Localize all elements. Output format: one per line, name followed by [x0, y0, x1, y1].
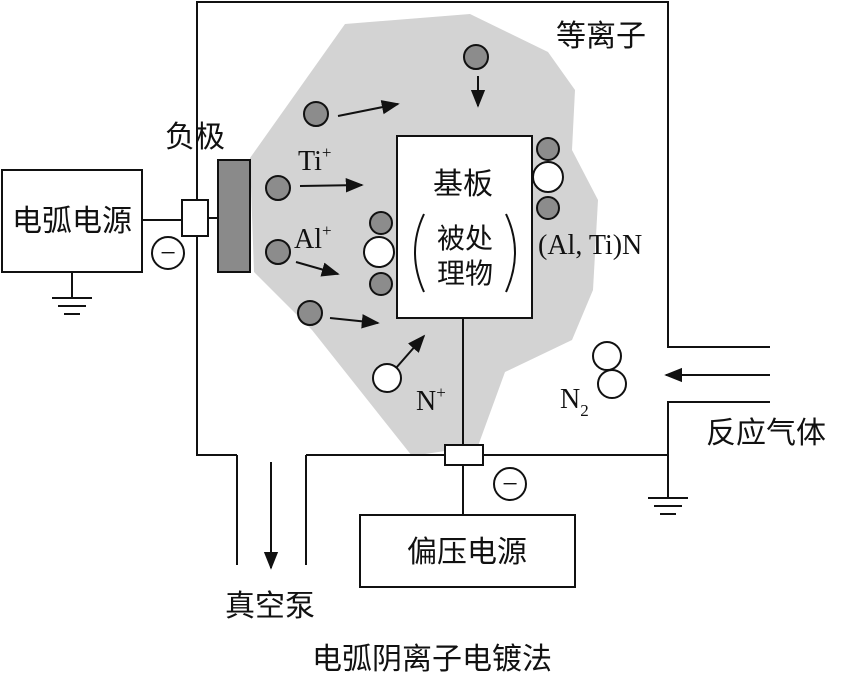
- svg-text:−: −: [160, 238, 176, 269]
- chamber-ground-symbol: [648, 455, 688, 515]
- vacuum-pump-label: 真空泵: [225, 589, 315, 624]
- coating-label: (Al, Ti)N: [538, 230, 642, 261]
- substrate-note-left-paren: [414, 213, 425, 293]
- cathode-target: [217, 159, 251, 273]
- svg-text:−: −: [502, 469, 518, 500]
- bias-insulator: [444, 444, 484, 466]
- coating-particle-right-mid: [532, 161, 564, 193]
- substrate-note-right-paren: [505, 213, 516, 293]
- metal-ion: [303, 101, 329, 127]
- substrate-note-line2: 理物: [437, 257, 493, 290]
- n2-molecule: [592, 341, 627, 399]
- ti-ion-label: Ti+: [298, 143, 332, 177]
- bias-power-label: 偏压电源: [407, 535, 527, 570]
- bias-negative-sign: −: [493, 467, 527, 501]
- n-ion-label: N+: [416, 383, 446, 417]
- metal-ion: [297, 300, 323, 326]
- substrate-note-line1: 被处: [437, 222, 493, 255]
- arc-power-label: 电弧电源: [12, 204, 132, 239]
- coating-particle-left-bottom: [369, 272, 393, 296]
- reaction-gas-label: 反应气体: [706, 416, 826, 451]
- arc-power-wiring: [52, 219, 182, 315]
- n2-label: N2: [560, 384, 589, 420]
- cathode-label: 负极: [165, 120, 225, 155]
- bias-power-supply-box: [359, 514, 576, 588]
- cathode-insulator: [181, 199, 209, 237]
- coating-particle-left-top: [369, 211, 393, 235]
- coating-particle-right-bottom: [536, 196, 560, 220]
- vacuum-chamber: [196, 1, 770, 565]
- metal-ion: [463, 44, 489, 70]
- cathode-negative-sign: −: [151, 236, 185, 270]
- coating-particles: [363, 137, 564, 296]
- plasma-label: 等离子: [556, 19, 646, 54]
- metal-ion: [265, 239, 291, 265]
- ion-arrows: [295, 76, 486, 369]
- metal-ion: [265, 175, 291, 201]
- diagram-caption: 电弧阴离子电镀法: [312, 642, 552, 677]
- substrate-label: 基板: [433, 167, 493, 202]
- coating-particle-right-top: [536, 137, 560, 161]
- coating-particle-left-mid: [363, 236, 395, 268]
- al-ion-label: Al+: [294, 221, 332, 255]
- nitrogen-ion: [372, 363, 402, 393]
- metal-ions: [265, 44, 489, 326]
